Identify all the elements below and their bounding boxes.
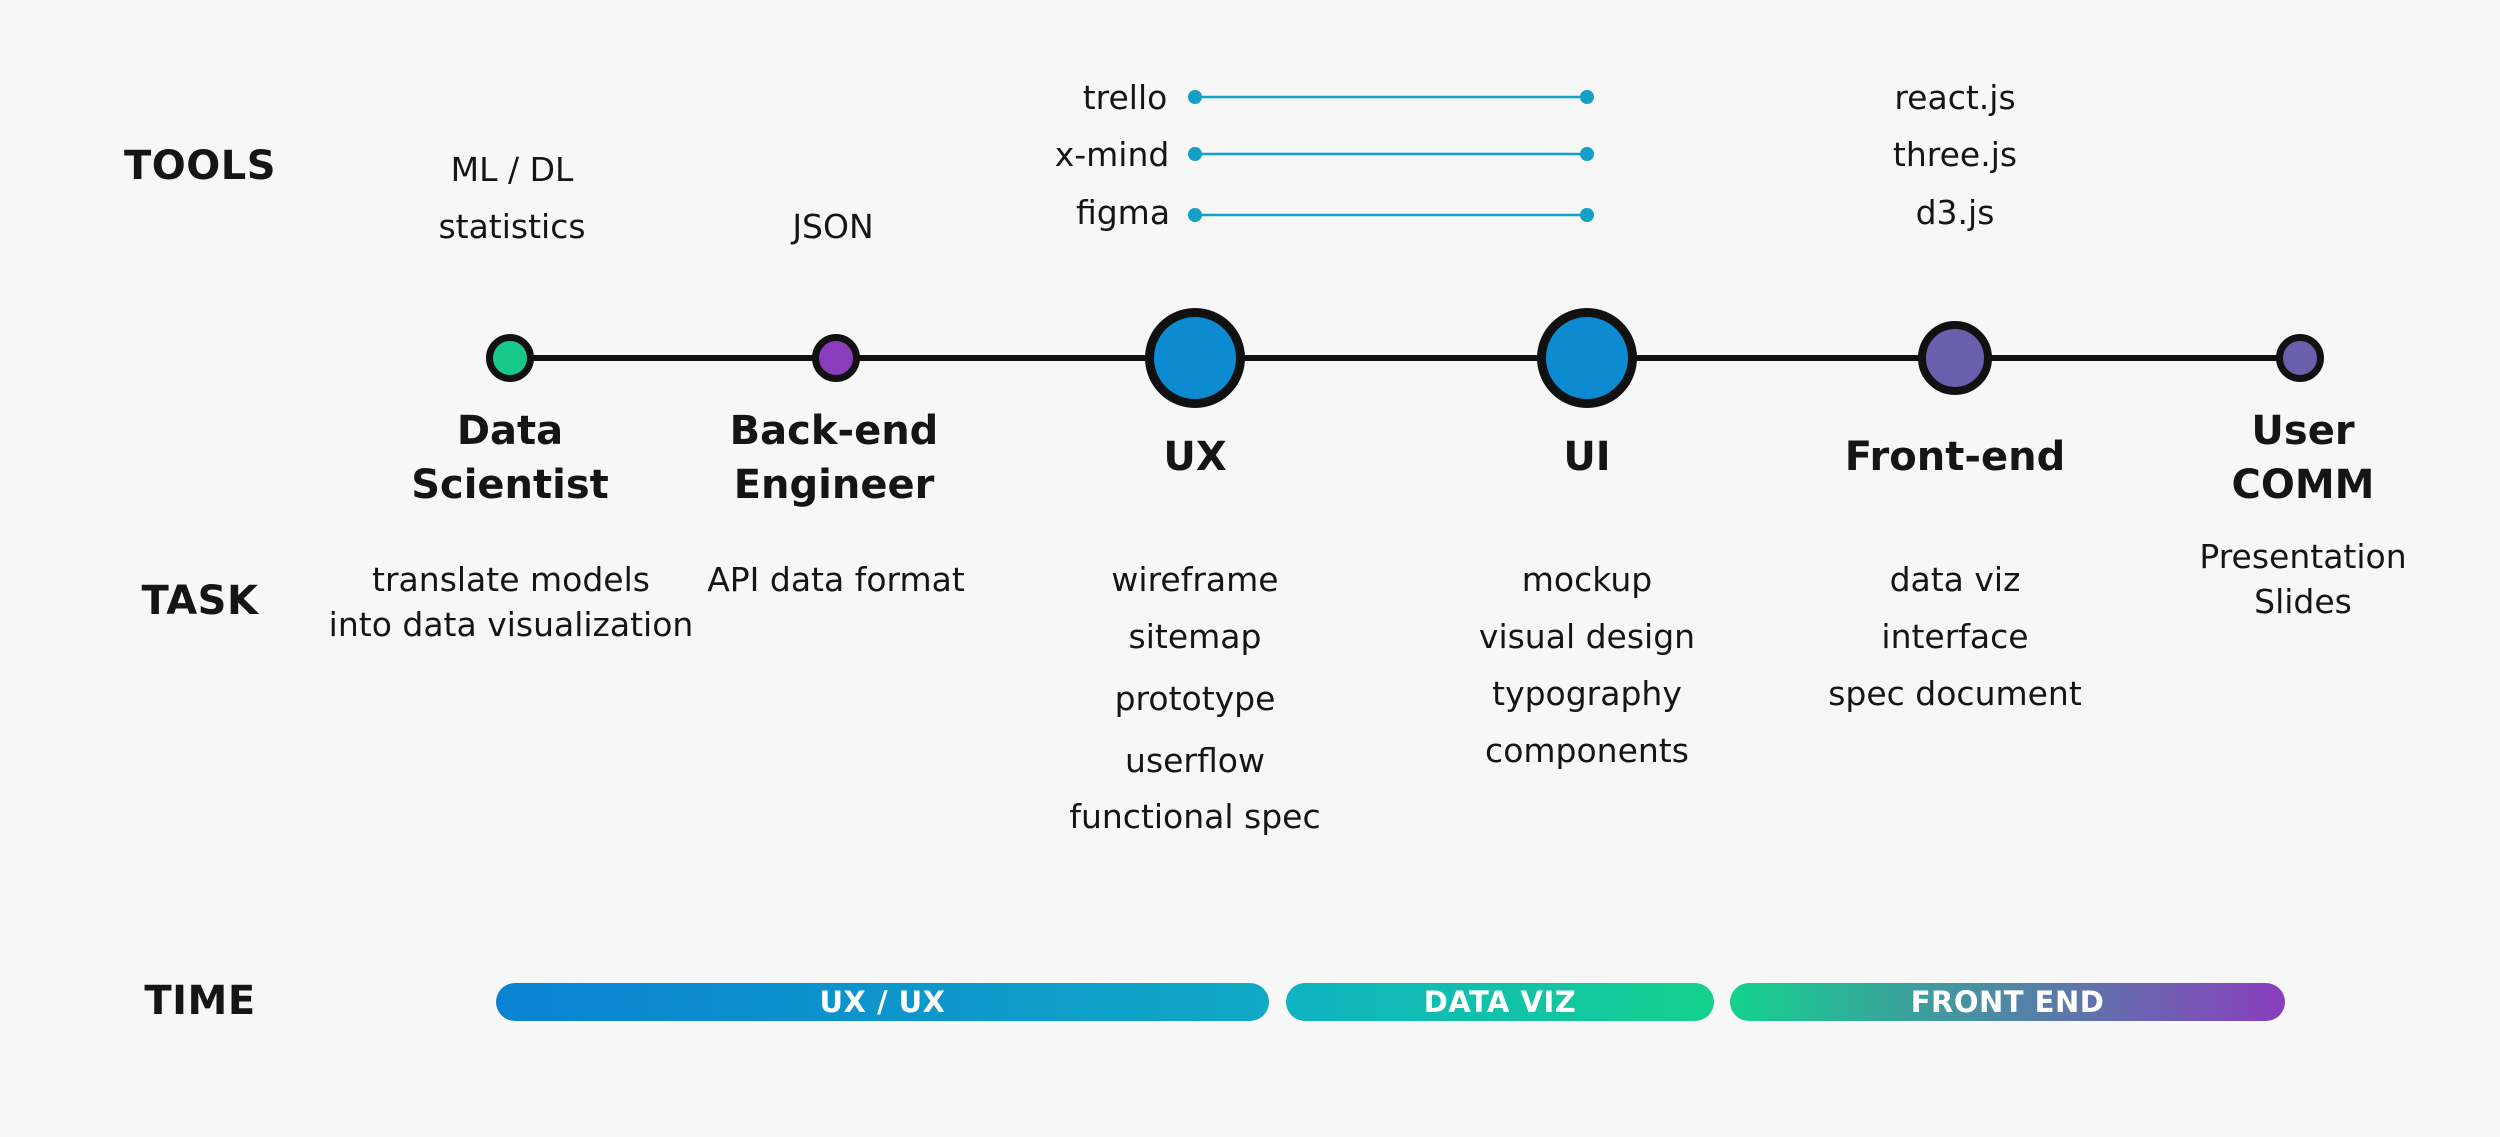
tool-connector-dot [1188,147,1202,161]
role-data-scientist: Data Scientist [411,404,609,512]
role-back-end-engineer: Back-end Engineer [730,404,939,512]
role-ui: UI [1563,430,1610,484]
role-name-line: Engineer [733,462,935,508]
role-front-end: Front-end [1845,430,2065,484]
tool-ml-dl: ML / DL [450,150,574,189]
time-row-label: TIME [144,978,256,1024]
tool-react-js: react.js [1894,78,2016,117]
role-name-line: Data [456,408,564,454]
tool-trello: trello [1082,78,1168,117]
task-userflow: userflow [1125,741,1265,780]
task-interface: interface [1881,617,2029,656]
tool-three-js: three.js [1892,135,2018,174]
tool-connector-dot [1188,208,1202,222]
task-api-data-format: API data format [707,560,965,599]
role-node-dot [1918,321,1992,395]
tool-statistics: statistics [438,207,586,246]
task-functional-spec: functional spec [1069,797,1321,836]
role-node-dot [1145,308,1245,408]
tool-connector-dot [1580,147,1594,161]
role-node-dot [812,334,860,382]
task-wireframe: wireframe [1111,560,1279,599]
task-into-data-visualization: into data visualization [328,605,694,644]
task-spec-document: spec document [1828,674,2082,713]
role-ux: UX [1163,430,1226,484]
tool-json: JSON [792,207,874,246]
task-slides: Slides [2254,582,2352,621]
role-user-comm: User COMM [2232,404,2375,512]
role-name-line: Front-end [1844,434,2066,480]
role-node-dot [2276,334,2324,382]
phase-bar-ux: UX / UX [496,983,1269,1021]
tool-d3-js: d3.js [1915,193,1995,232]
tool-connector-dot [1188,90,1202,104]
task-typography: typography [1492,674,1682,713]
role-name-line: COMM [2231,462,2375,508]
tools-row-label: TOOLS [123,143,277,189]
task-row-label: TASK [141,578,259,624]
task-presentation: Presentation [2199,537,2407,576]
phase-bar-data-viz: DATA VIZ [1286,983,1714,1021]
tool-x-mind: x-mind [1054,135,1170,174]
task-visual-design: visual design [1478,617,1696,656]
task-prototype: prototype [1114,679,1276,718]
role-name-line: Scientist [411,462,609,508]
role-node-dot [1537,308,1637,408]
role-name-line: Back-end [729,408,939,454]
role-name-line: User [2251,408,2355,454]
role-node-dot [486,334,534,382]
role-name-line: UX [1163,434,1227,480]
task-sitemap: sitemap [1128,617,1262,656]
tool-figma: figma [1075,193,1171,232]
role-name-line: UI [1563,434,1611,480]
tool-connector-dot [1580,90,1594,104]
tool-connector-dot [1580,208,1594,222]
task-mockup: mockup [1521,560,1653,599]
task-data-viz: data viz [1889,560,2021,599]
task-translate-models: translate models [372,560,650,599]
phase-bar-front-end: FRONT END [1730,983,2285,1021]
task-components: components [1485,731,1689,770]
